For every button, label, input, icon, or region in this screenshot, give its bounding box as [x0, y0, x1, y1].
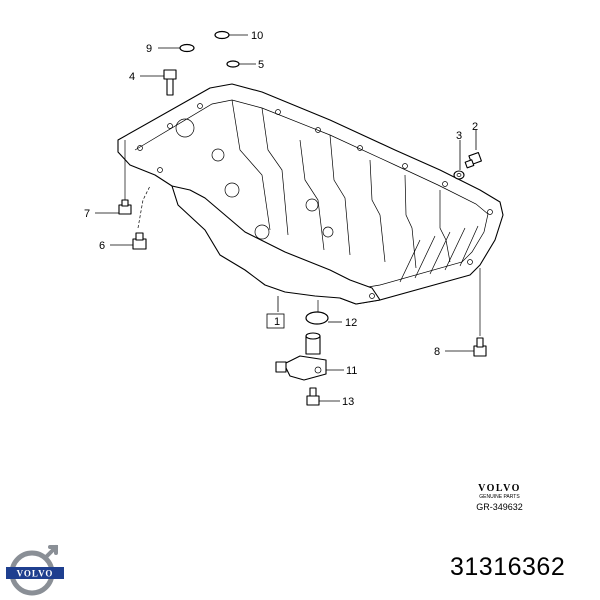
oil-pan-drawing [117, 83, 504, 305]
bolt-13-drawing [306, 387, 320, 406]
callout-1: 1 [274, 316, 280, 328]
callout-7: 7 [84, 208, 90, 220]
callout-12: 12 [345, 317, 357, 329]
callout-13: 13 [342, 396, 354, 408]
diagram-reference-code: GR-349632 [476, 502, 523, 512]
callout-4: 4 [129, 71, 135, 83]
brand-block: VOLVO GENUINE PARTS GR-349632 [462, 483, 537, 512]
part-number: 31316362 [450, 553, 566, 581]
callout-8: 8 [434, 346, 440, 358]
washer-3-drawing [453, 170, 465, 180]
o-ring-10-drawing [214, 30, 230, 40]
o-ring-12-drawing [305, 300, 329, 325]
oil-level-sensor-11-drawing [275, 332, 327, 381]
drain-plug-2-drawing [464, 151, 482, 169]
callout-1-box [266, 313, 285, 329]
callout-3: 3 [456, 130, 462, 142]
bolt-6-drawing [132, 185, 151, 250]
brand-name: VOLVO [478, 483, 521, 494]
callout-2: 2 [472, 121, 478, 133]
bolt-7-drawing [118, 140, 132, 215]
brand-subtitle: GENUINE PARTS [479, 494, 520, 500]
callout-labels: 1 2 3 4 5 6 7 8 9 10 11 12 13 [84, 30, 478, 408]
bolt-4-drawing [163, 69, 177, 96]
volvo-logo-text: VOLVO [17, 569, 54, 579]
callout-6: 6 [99, 240, 105, 252]
o-ring-9-drawing [179, 43, 195, 53]
callout-11: 11 [346, 365, 357, 377]
bolt-8-drawing [473, 268, 487, 357]
callout-10: 10 [251, 30, 263, 42]
callout-5: 5 [258, 59, 264, 71]
o-ring-5-drawing [226, 60, 240, 68]
callout-9: 9 [146, 43, 152, 55]
leader-lines [95, 34, 477, 402]
volvo-logo: VOLVO [6, 545, 64, 596]
